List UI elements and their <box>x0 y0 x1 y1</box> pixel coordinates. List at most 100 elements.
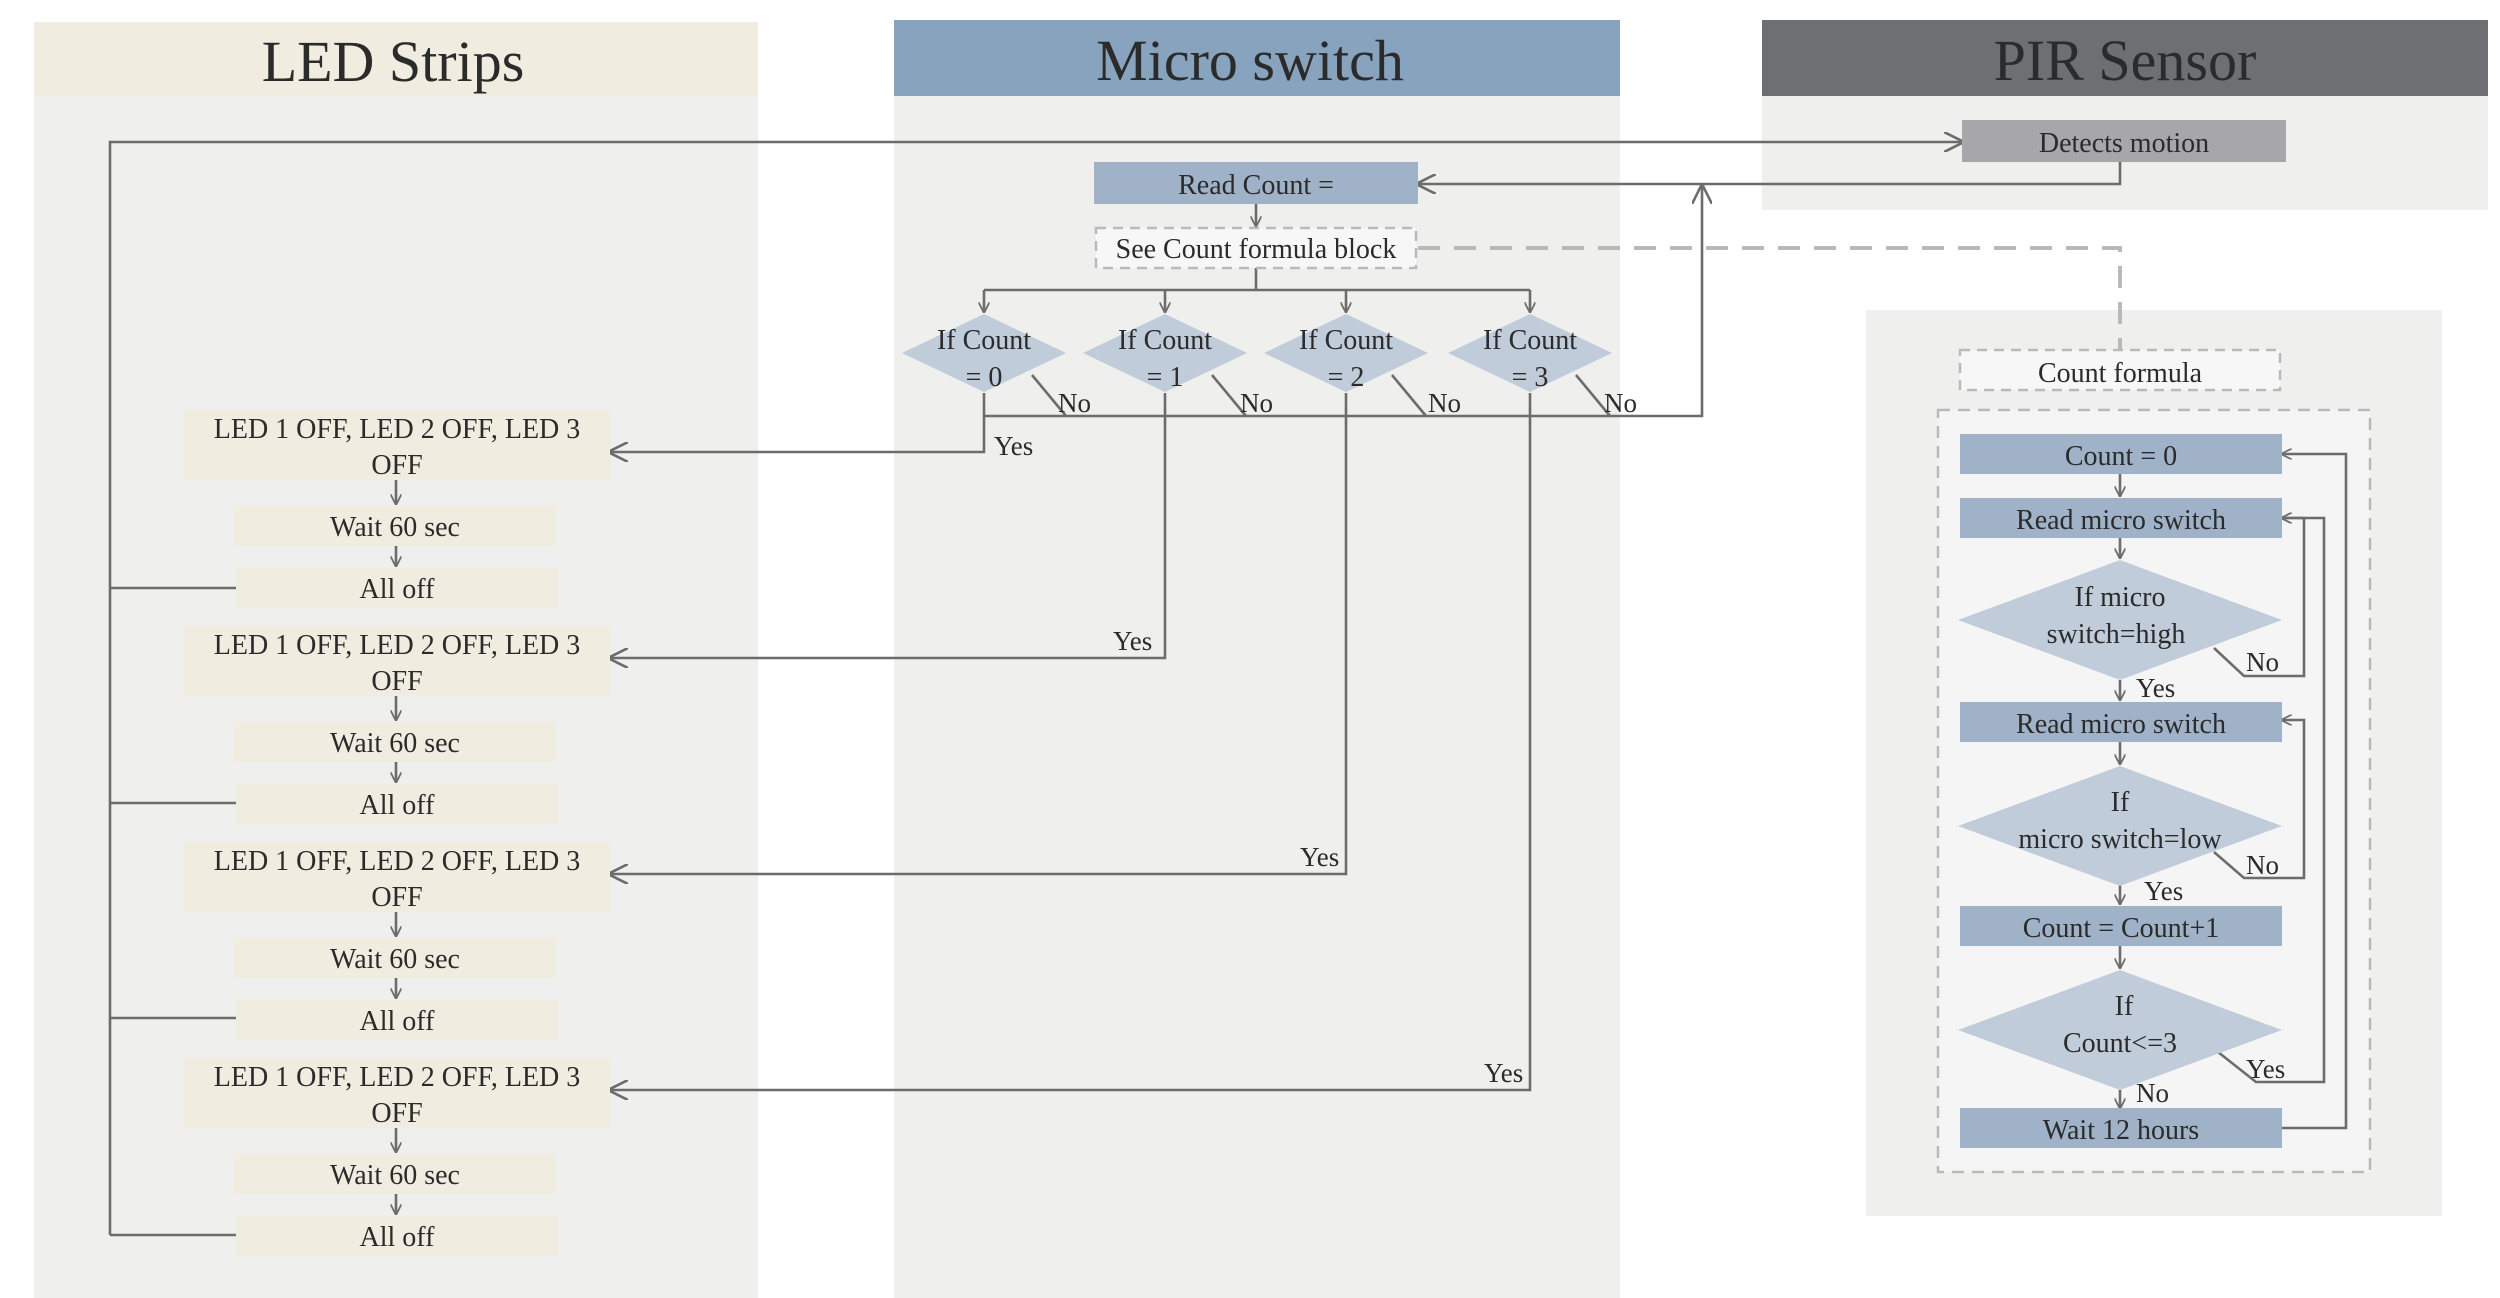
edge-yes-1 <box>610 393 1167 658</box>
cf-label-yes-low: Yes <box>2144 876 2183 906</box>
edge-no-loop-up <box>984 186 1702 418</box>
see-formula-label: See Count formula block <box>1116 234 1397 265</box>
led-wait-label-4: Wait 60 sec <box>330 1160 460 1191</box>
led-all-off-label-3: All off <box>360 1006 436 1037</box>
cf-if-low-line1: If <box>2111 787 2130 818</box>
pir-nodes: Detects motion <box>1962 120 2286 162</box>
led-state-box-4 <box>184 1058 610 1128</box>
cf-label-no-low: No <box>2246 850 2279 880</box>
cf-if-high-line2: switch=high <box>2047 619 2186 650</box>
led-wait-box-1 <box>234 506 556 546</box>
cf-read-switch-2-box <box>1960 702 2282 742</box>
led-all-off-box-3 <box>236 1000 558 1040</box>
label-yes-3: Yes <box>1484 1058 1523 1088</box>
edge-no-2 <box>1390 374 1428 417</box>
led-wait-label-2: Wait 60 sec <box>330 728 460 759</box>
edge-pir-to-read-count <box>1418 162 2122 184</box>
decision-count-2-line1: If Count <box>1299 325 1393 356</box>
cf-if-le3-shape <box>1958 970 2282 1090</box>
edge-no-0 <box>1030 374 1068 417</box>
cf-increment-box <box>1960 906 2282 946</box>
led-state-line1-1: LED 1 OFF, LED 2 OFF, LED 3 <box>214 414 581 445</box>
decision-count-1-shape <box>1083 314 1247 392</box>
detects-motion-label: Detects motion <box>2039 128 2209 159</box>
label-no-3: No <box>1604 388 1637 418</box>
led-all-off-label-2: All off <box>360 790 436 821</box>
see-formula-box <box>1094 226 1418 270</box>
edge-cf-no-low <box>2213 720 2306 880</box>
decision-count-1-line2: = 1 <box>1147 362 1184 393</box>
label-yes-0: Yes <box>994 431 1033 461</box>
led-all-off-label-1: All off <box>360 574 436 605</box>
lane-led-title: LED Strips <box>262 29 525 94</box>
led-state-box-1 <box>184 410 610 480</box>
count-formula-title: Count formula <box>2038 358 2203 389</box>
edge-no-3 <box>1574 374 1612 417</box>
decision-count-0-line1: If Count <box>937 325 1031 356</box>
led-group-2: LED 1 OFF, LED 2 OFF, LED 3 OFF Wait 60 … <box>184 626 610 824</box>
label-yes-2: Yes <box>1300 842 1339 872</box>
led-all-off-box-4 <box>236 1216 558 1256</box>
cf-count-init-box <box>1960 434 2282 474</box>
connectors <box>108 142 2348 1237</box>
read-count-box <box>1094 162 1418 204</box>
cf-wait-box <box>1960 1108 2282 1148</box>
label-yes-1: Yes <box>1113 626 1152 656</box>
decision-count-3-line1: If Count <box>1483 325 1577 356</box>
decision-count-3-line2: = 3 <box>1512 362 1549 393</box>
cf-if-le3-line1: If <box>2115 991 2134 1022</box>
cf-label-yes-le3: Yes <box>2246 1054 2285 1084</box>
led-wait-label-3: Wait 60 sec <box>330 944 460 975</box>
cf-if-high-line1: If micro <box>2075 582 2166 613</box>
led-group-1: LED 1 OFF, LED 2 OFF, LED 3 OFF Wait 60 … <box>184 410 610 608</box>
lane-micro-title: Micro switch <box>1096 28 1404 93</box>
lane-led-header <box>34 22 758 96</box>
edge-yes-2 <box>610 393 1348 874</box>
led-state-line1-2: LED 1 OFF, LED 2 OFF, LED 3 <box>214 630 581 661</box>
led-wait-box-2 <box>234 722 556 762</box>
led-state-line2-4: OFF <box>371 1098 422 1129</box>
led-state-box-2 <box>184 626 610 696</box>
detects-motion-box <box>1962 120 2286 162</box>
label-no-0: No <box>1058 388 1091 418</box>
cf-label-yes-high: Yes <box>2136 673 2175 703</box>
decision-count-2: If Count = 2 <box>1264 314 1428 393</box>
cf-if-low-line2: micro switch=low <box>2018 824 2222 855</box>
read-count-label: Read Count = <box>1178 170 1334 201</box>
edge-branch-bar <box>984 268 1530 292</box>
led-group-4: LED 1 OFF, LED 2 OFF, LED 3 OFF Wait 60 … <box>184 1058 610 1256</box>
lane-micro-header <box>894 20 1620 96</box>
decision-count-2-shape <box>1264 314 1428 392</box>
edge-yes-0 <box>610 393 986 452</box>
edge-no-1 <box>1210 374 1248 417</box>
led-state-line1-3: LED 1 OFF, LED 2 OFF, LED 3 <box>214 846 581 877</box>
led-wait-label-1: Wait 60 sec <box>330 512 460 543</box>
lane-pir-sensor: PIR Sensor <box>1762 20 2488 210</box>
lane-pir-title: PIR Sensor <box>1994 28 2257 93</box>
decision-count-2-line2: = 2 <box>1328 362 1365 393</box>
count-formula-nodes: Count = 0 Read micro switch If micro swi… <box>1958 434 2285 1148</box>
decision-count-1-line1: If Count <box>1118 325 1212 356</box>
edge-dash-formula <box>1418 246 2122 350</box>
led-state-line2-3: OFF <box>371 882 422 913</box>
led-all-off-box-1 <box>236 568 558 608</box>
label-no-2: No <box>1428 388 1461 418</box>
led-state-line2-1: OFF <box>371 450 422 481</box>
decision-count-3-shape <box>1448 314 1612 392</box>
edge-yes-3 <box>610 393 1532 1090</box>
cf-if-le3-line2: Count<=3 <box>2063 1028 2177 1059</box>
edge-cf-wait-loop <box>2282 454 2348 1130</box>
cf-read-switch-1-label: Read micro switch <box>2016 505 2226 536</box>
count-formula-title-box <box>1958 348 2282 392</box>
decision-count-0-line2: = 0 <box>966 362 1003 393</box>
led-wait-box-3 <box>234 938 556 978</box>
label-no-1: No <box>1240 388 1273 418</box>
decision-count-0-shape <box>902 314 1066 392</box>
cf-if-high-shape <box>1958 560 2282 680</box>
micro-switch-nodes: Read Count = See Count formula block If … <box>902 162 1637 1088</box>
cf-label-no-le3: No <box>2136 1078 2169 1108</box>
led-all-off-box-2 <box>236 784 558 824</box>
led-wait-box-4 <box>234 1154 556 1194</box>
cf-read-switch-2-label: Read micro switch <box>2016 709 2226 740</box>
